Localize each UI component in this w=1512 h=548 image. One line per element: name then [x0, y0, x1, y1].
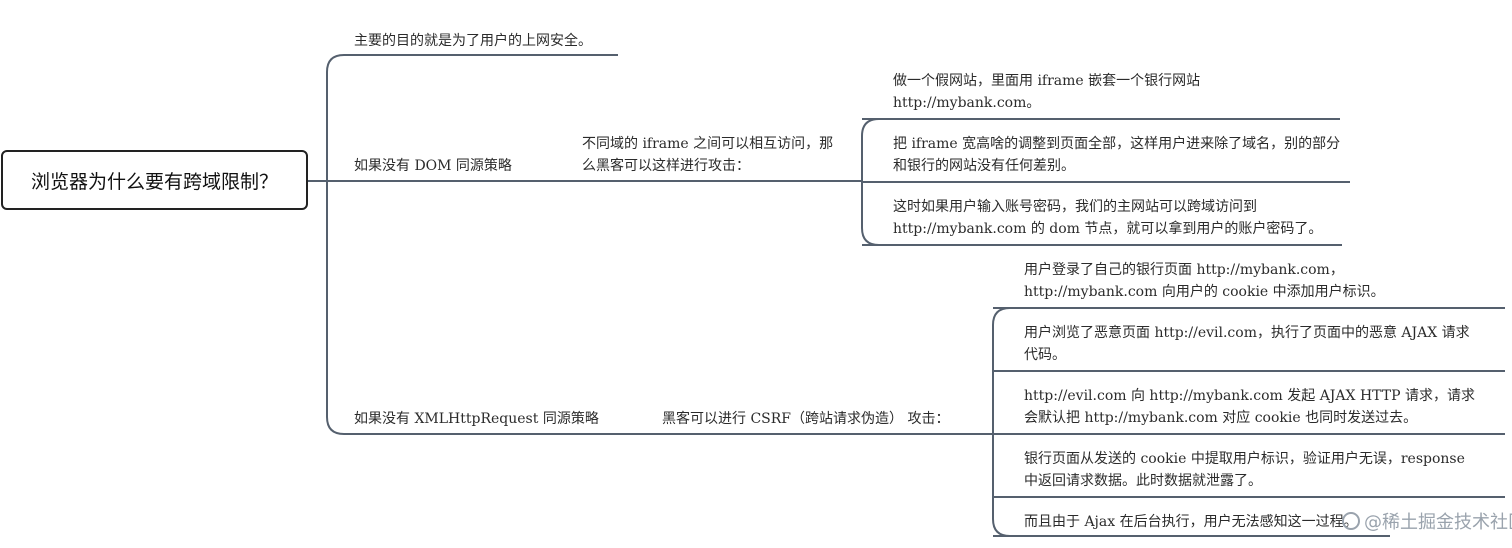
root-title: 浏览器为什么要有跨域限制？ [30, 170, 278, 193]
branch-goal-label: 主要的目的就是为了用户的上网安全。 [354, 33, 592, 49]
branch-xhr-label: 如果没有 XMLHttpRequest 同源策略 [354, 411, 599, 427]
csrf-leaf: 而且由于 Ajax 在后台执行，用户无法感知这一过程。 [1024, 514, 1358, 530]
branch-dom-sub: 不同域的 iframe 之间可以相互访问，那么黑客可以这样进行攻击： [582, 136, 834, 174]
watermark: @稀土掘金技术社区 [1342, 508, 1512, 534]
dom-leaf: 这时如果用户输入账号密码，我们的主网站可以跨域访问到 http://mybank… [893, 199, 1323, 237]
dom-leaf: 把 iframe 宽高啥的调整到页面全部，这样用户进来除了域名，别的部分和银行的… [893, 136, 1341, 174]
dom-leaf: 做一个假网站，里面用 iframe 嵌套一个银行网站 http://mybank… [893, 73, 1201, 111]
csrf-leaf: http://evil.com 向 http://mybank.com 发起 A… [1024, 388, 1475, 426]
csrf-leaf: 用户浏览了恶意页面 http://evil.com，执行了页面中的恶意 AJAX… [1024, 325, 1470, 363]
watermark-text: @稀土掘金技术社区 [1364, 512, 1512, 533]
watermark-icon [1342, 512, 1360, 530]
branch-dom-label: 如果没有 DOM 同源策略 [354, 158, 512, 174]
branch-xhr-sub: 黑客可以进行 CSRF（跨站请求伪造） 攻击： [662, 411, 950, 427]
root-node: 浏览器为什么要有跨域限制？ [1, 150, 308, 210]
csrf-leaf: 用户登录了自己的银行页面 http://mybank.com，http://my… [1024, 262, 1385, 300]
csrf-leaf: 银行页面从发送的 cookie 中提取用户标识，验证用户无误，response … [1024, 451, 1465, 489]
